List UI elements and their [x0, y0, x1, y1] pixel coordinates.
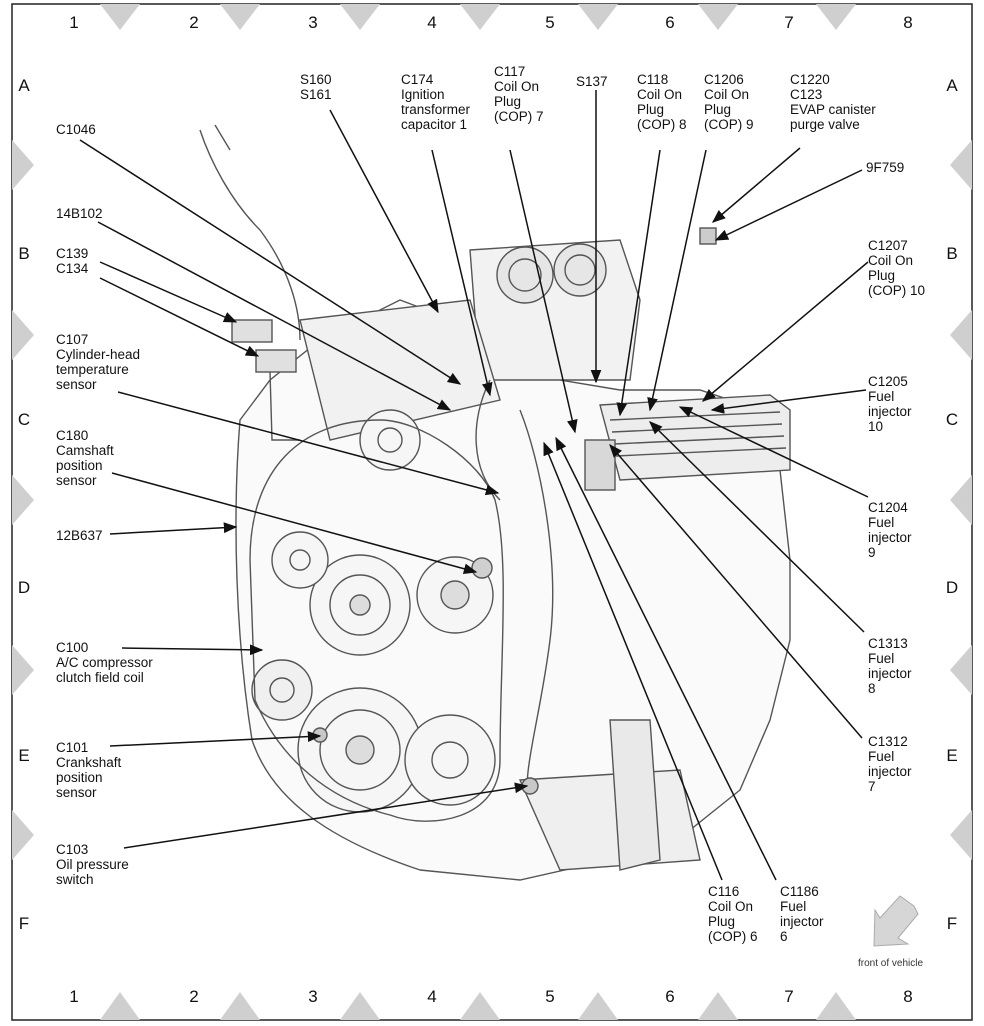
label-c180-camshaft-sensor: C180 Camshaft position sensor — [56, 428, 114, 488]
grid-zone-markers — [12, 4, 972, 1020]
label-c1046: C1046 — [56, 122, 96, 137]
grid-row-left: B — [18, 244, 30, 263]
label-c1312-fuel-injector-7: C1312 Fuel injector 7 — [868, 734, 912, 794]
label-14b102: 14B102 — [56, 206, 103, 221]
grid-row-right: B — [946, 244, 958, 263]
grid-row-right: A — [946, 76, 958, 95]
label-c117-cop-7: C117 Coil On Plug (COP) 7 — [494, 64, 544, 124]
label-c107-cylinder-head-temp-sensor: C107 Cylinder-head temperature sensor — [56, 332, 141, 392]
grid-row-left: C — [17, 410, 31, 429]
label-s137: S137 — [576, 74, 608, 89]
front-of-vehicle-arrow-icon — [873, 895, 919, 947]
grid-col-top: 6 — [665, 13, 675, 32]
grid-col-bottom: 3 — [308, 987, 318, 1006]
grid-col-bottom: 6 — [665, 987, 675, 1006]
leader-lines — [79, 90, 869, 881]
label-c118-cop-8: C118 Coil On Plug (COP) 8 — [637, 72, 687, 132]
grid-col-top: 1 — [69, 13, 79, 32]
label-s160-s161: S160 S161 — [300, 72, 332, 102]
label-c100-ac-clutch-coil: C100 A/C compressor clutch field coil — [56, 640, 153, 685]
lower-pulley — [404, 714, 496, 806]
label-c174-ignition-capacitor: C174 Ignition transformer capacitor 1 — [401, 72, 471, 132]
label-c1206-cop-9: C1206 Coil On Plug (COP) 9 — [704, 72, 754, 132]
grid-col-bottom: 2 — [189, 987, 199, 1006]
grid-col-top: 2 — [189, 13, 199, 32]
grid-col-bottom: 4 — [427, 987, 437, 1006]
grid-col-top: 3 — [308, 13, 318, 32]
grid-row-right: E — [946, 746, 958, 765]
grid-col-top: 8 — [903, 13, 913, 32]
grid-col-top: 5 — [545, 13, 555, 32]
grid-row-right: D — [945, 578, 959, 597]
label-c103-oil-pressure-switch: C103 Oil pressure switch — [56, 842, 129, 887]
label-12b637: 12B637 — [56, 528, 103, 543]
label-c1207-cop-10: C1207 Coil On Plug (COP) 10 — [868, 238, 926, 298]
label-c101-crankshaft-sensor: C101 Crankshaft position sensor — [56, 740, 122, 800]
label-c1220-evap-purge-valve: C1220 C123 EVAP canister purge valve — [790, 72, 876, 132]
label-9f759: 9F759 — [866, 160, 905, 175]
grid-col-top: 7 — [784, 13, 794, 32]
label-c1205-fuel-injector-10: C1205 Fuel injector 10 — [868, 374, 912, 434]
label-c139-c134: C139 C134 — [56, 246, 89, 276]
grid-row-left: D — [17, 578, 31, 597]
grid-row-right: C — [945, 410, 959, 429]
label-c116-cop-6: C116 Coil On Plug (COP) 6 — [708, 884, 758, 944]
front-of-vehicle-label: front of vehicle — [858, 958, 924, 969]
grid-col-bottom: 5 — [545, 987, 555, 1006]
grid-row-left: F — [18, 914, 30, 933]
grid-col-top: 4 — [427, 13, 437, 32]
label-c1186-fuel-injector-6: C1186 Fuel injector 6 — [780, 884, 824, 944]
engine-illustration — [199, 124, 791, 881]
ac-compressor — [251, 659, 313, 721]
label-c1204-fuel-injector-9: C1204 Fuel injector 9 — [868, 500, 912, 560]
grid-row-left: A — [18, 76, 30, 95]
grid-col-bottom: 7 — [784, 987, 794, 1006]
label-c1313-fuel-injector-8: C1313 Fuel injector 8 — [868, 636, 912, 696]
grid-row-right: F — [946, 914, 958, 933]
grid-col-bottom: 1 — [69, 987, 79, 1006]
grid-row-left: E — [18, 746, 30, 765]
grid-col-bottom: 8 — [903, 987, 913, 1006]
